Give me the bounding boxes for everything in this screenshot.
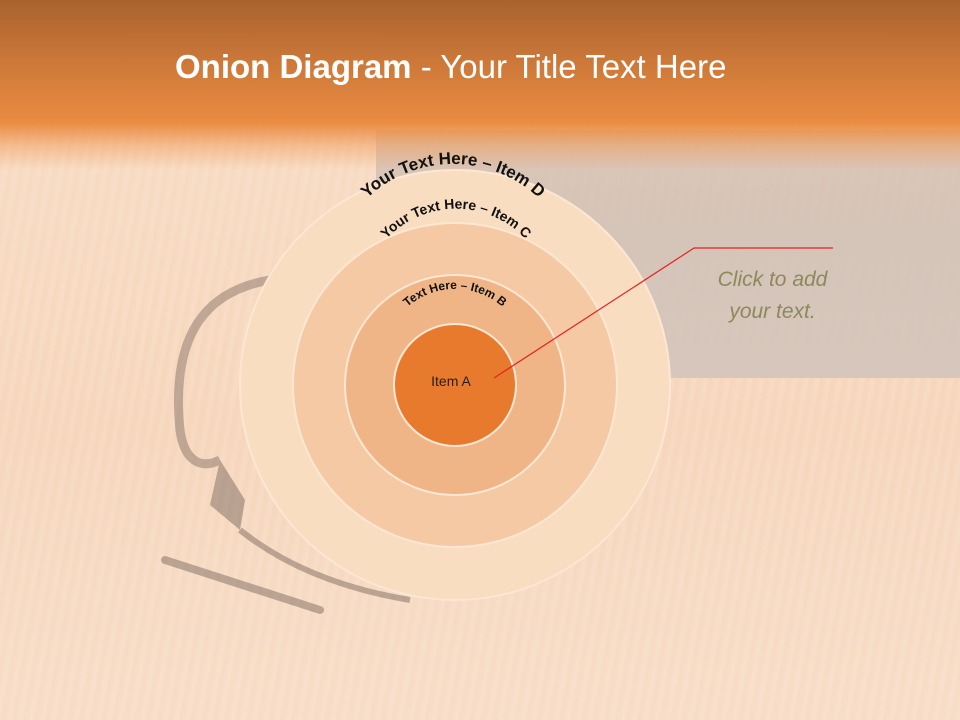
label-item-a: Item A <box>431 373 471 389</box>
slide-title[interactable]: Onion Diagram - Your Title Text Here <box>175 48 875 86</box>
title-rest: - Your Title Text Here <box>411 48 727 85</box>
callout-line-1: Click to add <box>717 268 828 291</box>
callout-line <box>493 247 833 379</box>
title-bar <box>0 0 960 170</box>
callout-line-2: your text. <box>729 300 816 323</box>
title-bold: Onion Diagram <box>175 48 412 85</box>
onion-layer-a[interactable] <box>393 323 517 447</box>
callout-textbox[interactable]: Click to add your text. <box>690 264 855 328</box>
